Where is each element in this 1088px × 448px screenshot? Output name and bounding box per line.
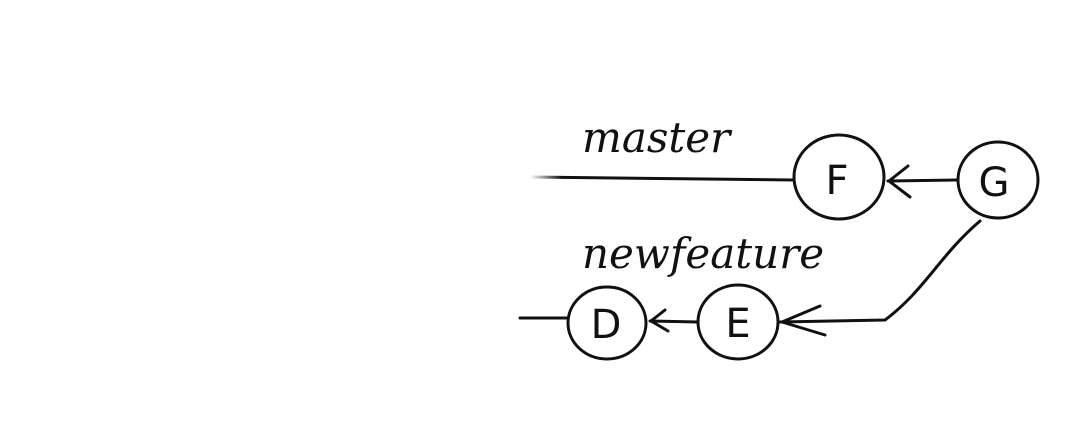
arrowhead-at-f — [887, 164, 912, 199]
edge-g-to-f — [886, 178, 959, 183]
commit-node-g: G — [956, 140, 1040, 220]
commit-node-e: E — [696, 283, 780, 361]
arrowhead-at-d — [649, 308, 670, 333]
edge-e-to-d — [648, 319, 700, 324]
master-history-line — [528, 175, 795, 182]
commit-label-g: G — [979, 160, 1010, 206]
edge-g-to-e — [778, 219, 982, 324]
branch-label-newfeature: newfeature — [582, 229, 824, 278]
commit-label-f: F — [825, 158, 848, 204]
commit-label-d: D — [591, 302, 622, 348]
arrowhead-at-e — [780, 304, 827, 337]
commit-label-e: E — [725, 301, 750, 347]
branch-label-master: master — [582, 113, 733, 162]
commit-node-f: F — [792, 133, 886, 221]
commit-node-d: D — [566, 285, 648, 361]
